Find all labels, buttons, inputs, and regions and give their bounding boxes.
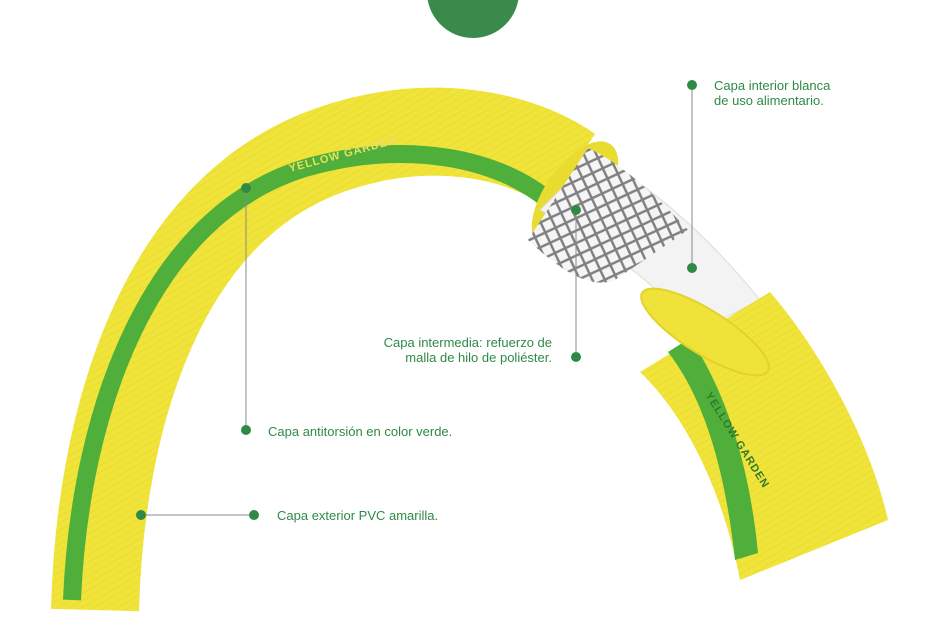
- callout-label-antitorsion-layer: Capa antitorsión en color verde.: [268, 424, 453, 439]
- callout-inner-line1: Capa interior blanca: [714, 78, 831, 93]
- callout-label-outer-layer: Capa exterior PVC amarilla.: [277, 508, 439, 523]
- hose-green-stripe: [63, 145, 554, 601]
- callout-inner-line2: de uso alimentario.: [714, 93, 824, 108]
- callout-label-middle-layer: Capa intermedia: refuerzo de malla de hi…: [352, 335, 552, 365]
- callout-dot-outer-right: [249, 510, 259, 520]
- callout-middle-line2: malla de hilo de poliéster.: [405, 350, 552, 365]
- callout-dot-green-top: [241, 183, 251, 193]
- callout-dot-middle-bottom: [571, 352, 581, 362]
- callout-dot-inner-bottom: [687, 263, 697, 273]
- callout-dot-outer-left: [136, 510, 146, 520]
- callout-dot-inner-top: [687, 80, 697, 90]
- callout-dot-green-bottom: [241, 425, 251, 435]
- callout-middle-line1: Capa intermedia: refuerzo de: [383, 335, 552, 350]
- callout-dot-middle-top: [571, 205, 581, 215]
- hose-right-segment: [640, 287, 888, 580]
- callout-label-inner-layer: Capa interior blanca de uso alimentario.: [714, 78, 830, 108]
- top-green-circle: [427, 0, 519, 38]
